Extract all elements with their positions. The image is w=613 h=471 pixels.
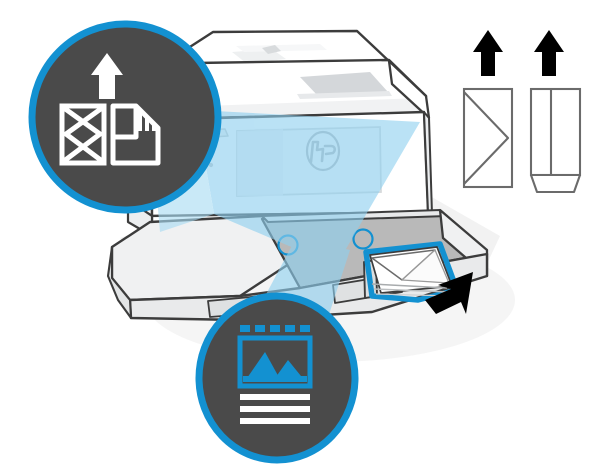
envelope-stack-in-tray [363,241,460,303]
tray-guide-marker-right [352,228,374,250]
insert-direction-arrow [425,272,473,314]
do-not-use-badge [28,20,222,214]
envelope-diagrams [462,30,582,194]
envelope-back-up-arrow-icon [534,30,564,76]
crossed-envelope-icon [59,103,107,166]
media-type-badge [195,292,359,464]
envelope-back-diagram [529,87,582,194]
photo-document-icon [237,325,313,424]
up-arrow-icon [91,53,123,99]
envelope-front-up-arrow-icon [473,30,503,76]
curled-corner-document-icon [110,103,161,166]
envelope-front-diagram [462,87,514,189]
